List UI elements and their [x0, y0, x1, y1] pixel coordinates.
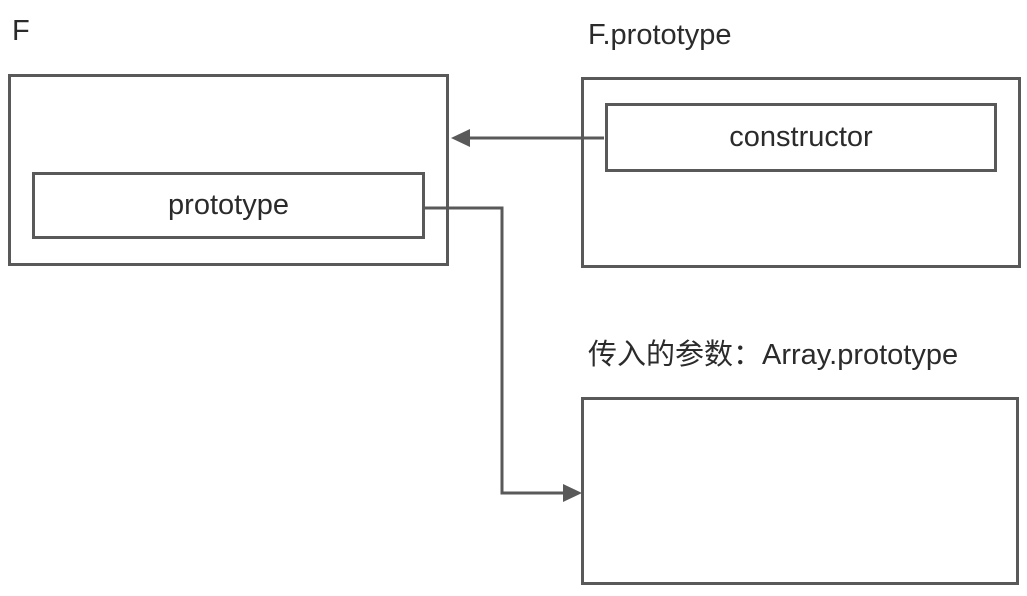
prototype-field-label: prototype [168, 189, 289, 221]
constructor-field-label: constructor [729, 121, 873, 153]
array-prototype-box-title: 传入的参数：Array.prototype [588, 339, 959, 371]
arrowhead-right-icon [563, 484, 582, 502]
f-prototype-box-title: F.prototype [588, 19, 732, 51]
array-prototype-box [581, 397, 1019, 585]
constructor-field: constructor [605, 103, 997, 172]
prototype-field: prototype [32, 172, 425, 239]
f-box-title: F [12, 15, 30, 47]
arrowhead-left-icon [451, 129, 470, 147]
